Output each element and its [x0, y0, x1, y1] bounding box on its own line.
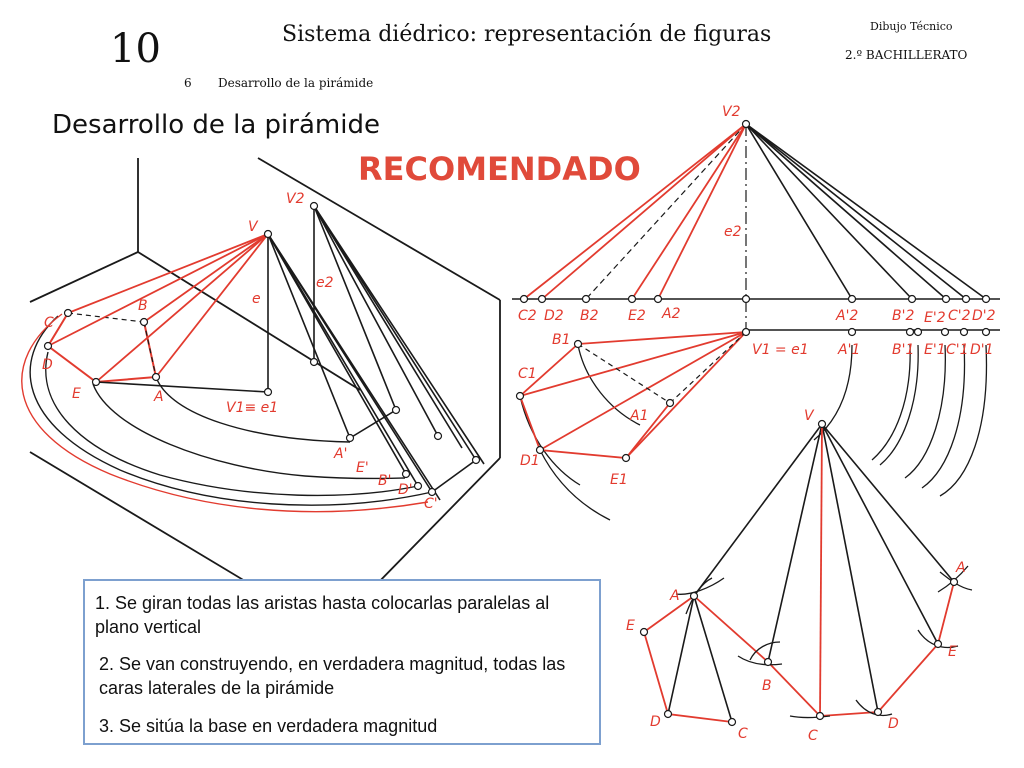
projection-label-e1: E1 — [610, 472, 628, 488]
development-label-a-right: A — [955, 560, 966, 576]
projection-label-a2: A2 — [661, 306, 681, 322]
perspective-label-d-prime: D' — [398, 482, 413, 498]
development-view: V A A B C C D D E E — [626, 408, 973, 744]
projection-label-d2-prime: D'2 — [972, 308, 996, 324]
projection-label-d2: D2 — [544, 308, 564, 324]
perspective-label-c: C — [44, 315, 54, 331]
perspective-label-a-prime: A' — [333, 446, 347, 462]
perspective-label-v1e1: V1≡ e1 — [226, 400, 278, 416]
development-label-a-left: A — [669, 588, 680, 604]
step-1: 1. Se giran todas las aristas hasta colo… — [95, 593, 550, 637]
subject-label: Dibujo Técnico — [870, 20, 953, 33]
perspective-label-c-prime: C' — [424, 496, 438, 512]
perspective-label-v2: V2 — [286, 191, 305, 207]
perspective-label-e-vertex: E — [72, 386, 81, 402]
development-label-e-left: E — [626, 618, 635, 634]
perspective-label-e-prime: E' — [356, 460, 369, 476]
step-3: 3. Se sitúa la base en verdadera magnitu… — [99, 716, 438, 736]
development-label-c-left: C — [738, 726, 748, 742]
projection-label-a1-prime: A'1 — [837, 342, 860, 358]
projection-label-e2-vertex: E2 — [628, 308, 646, 324]
course-label: 2.º BACHILLERATO — [845, 48, 968, 62]
development-label-c-right: C — [808, 728, 818, 744]
perspective-view: V V2 e e2 B C D E A V1≡ e1 A' E' B' D' C… — [21, 157, 501, 633]
page-title: Sistema diédrico: representación de figu… — [282, 22, 772, 47]
section-number: 6 — [184, 76, 192, 90]
section-name: Desarrollo de la pirámide — [218, 76, 374, 90]
projection-label-c1: C1 — [518, 366, 537, 382]
perspective-label-a: A — [153, 389, 164, 405]
recommended-badge: RECOMENDADO — [358, 150, 641, 188]
development-label-d-left: D — [650, 714, 661, 730]
projection-label-a2-prime: A'2 — [835, 308, 858, 324]
unit-number: 10 — [110, 26, 161, 72]
projection-label-b2-prime: B'2 — [892, 308, 914, 324]
projection-label-v2: V2 — [722, 104, 741, 120]
projection-label-b1: B1 — [552, 332, 571, 348]
development-label-v: V — [804, 408, 815, 424]
perspective-label-e: e — [252, 291, 261, 307]
projection-label-c1-prime: C'1 — [946, 342, 969, 358]
perspective-label-b: B — [138, 298, 148, 314]
projection-label-b2: B2 — [580, 308, 599, 324]
projection-label-e2-prime: E'2 — [924, 310, 946, 326]
projection-label-c2-prime: C'2 — [948, 308, 971, 324]
steps-box: 1. Se giran todas las aristas hasta colo… — [83, 579, 601, 745]
projection-label-v1e1: V1 = e1 — [752, 342, 809, 358]
perspective-label-e2: e2 — [316, 275, 334, 291]
development-label-b: B — [762, 678, 772, 694]
perspective-label-d: D — [42, 357, 53, 373]
step-2: 2. Se van construyendo, en verdadera mag… — [99, 654, 566, 698]
development-label-d-right: D — [888, 716, 899, 732]
projection-label-c2: C2 — [518, 308, 537, 324]
development-label-e-right: E — [948, 644, 957, 660]
projection-label-b1-prime: B'1 — [892, 342, 914, 358]
projection-label-e2: e2 — [724, 224, 742, 240]
projection-label-d1: D1 — [520, 453, 540, 469]
projection-label-d1-prime: D'1 — [970, 342, 994, 358]
slide-title: Desarrollo de la pirámide — [52, 110, 380, 140]
projection-view: V2 e2 C2 D2 B2 E2 A2 A'2 B'2 E'2 C'2 D'2… — [512, 104, 1000, 521]
perspective-label-b-prime: B' — [378, 473, 391, 489]
projection-label-a1: A1 — [629, 408, 648, 424]
projection-label-e1-prime: E'1 — [924, 342, 946, 358]
perspective-label-v: V — [248, 219, 259, 235]
